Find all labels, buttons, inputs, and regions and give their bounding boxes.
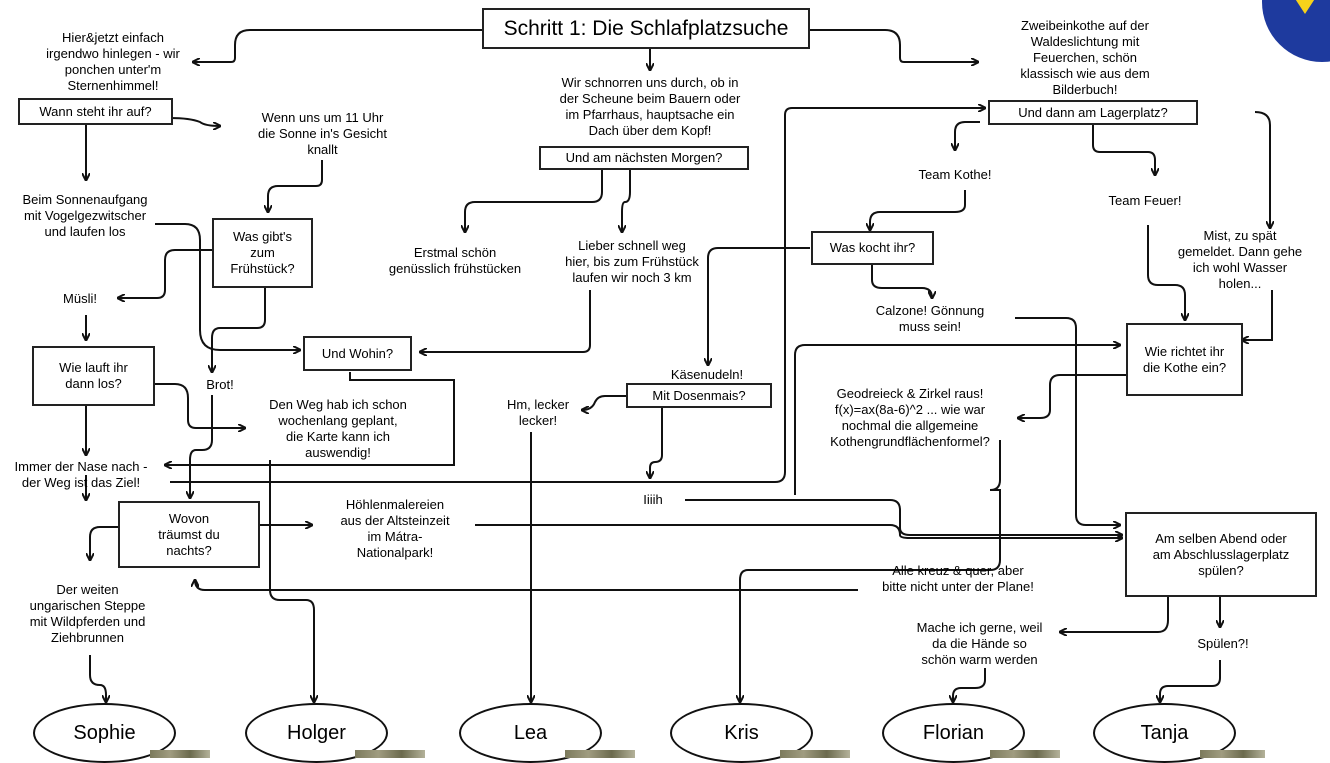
page-title: Schritt 1: Die Schlafplatzsuche — [482, 8, 810, 49]
answer-calzone: Calzone! Gönnung muss sein! — [875, 303, 985, 334]
answer-team-feuer: Team Feuer! — [1108, 193, 1182, 208]
answer-den-weg: Den Weg hab ich schon wochenlang geplant… — [269, 397, 407, 460]
photo-strip-3 — [565, 750, 635, 758]
question-lagerplatz: Und dann am Lagerplatz? — [988, 100, 1198, 125]
answer-erstmal: Erstmal schön genüsslich frühstücken — [388, 245, 522, 276]
answer-zweibein: Zweibeinkothe auf der Waldeslichtung mit… — [1020, 18, 1150, 97]
result-holger: Holger — [245, 703, 388, 763]
question-naechsten: Und am nächsten Morgen? — [539, 146, 749, 170]
photo-strip-6 — [1200, 750, 1265, 758]
question-wie-lauft: Wie lauft ihr dann los? — [32, 346, 155, 406]
answer-kaesenudeln: Käsenudeln! — [670, 367, 744, 382]
question-was-kocht: Was kocht ihr? — [811, 231, 934, 265]
question-was-gibts: Was gibt's zum Frühstück? — [212, 218, 313, 288]
answer-wenn-11: Wenn uns um 11 Uhr die Sonne in's Gesich… — [258, 110, 387, 157]
question-dosenmais: Mit Dosenmais? — [626, 383, 772, 408]
question-wann-steht: Wann steht ihr auf? — [18, 98, 173, 125]
answer-brot: Brot! — [206, 377, 234, 392]
answer-schnorren: Wir schnorren uns durch, ob in der Scheu… — [559, 75, 741, 138]
result-kris: Kris — [670, 703, 813, 763]
question-und-wohin: Und Wohin? — [303, 336, 412, 371]
answer-muesli: Müsli! — [63, 291, 97, 306]
answer-lieber: Lieber schnell weg hier, bis zum Frühstü… — [565, 238, 699, 285]
answer-hm-lecker: Hm, lecker lecker! — [506, 397, 570, 428]
answer-mache: Mache ich gerne, weil da die Hände so sc… — [916, 620, 1043, 667]
answer-steppe: Der weiten ungarischen Steppe mit Wildpf… — [29, 582, 146, 645]
photo-strip-5 — [990, 750, 1060, 758]
answer-hoehlen: Höhlenmalereien aus der Altsteinzeit im … — [340, 497, 450, 560]
question-wovon: Wovon träumst du nachts? — [118, 501, 260, 568]
answer-iiiih: Iiiih — [643, 492, 663, 507]
photo-strip-4 — [780, 750, 850, 758]
photo-strip-1 — [150, 750, 210, 758]
question-am-selben: Am selben Abend oder am Abschlusslagerpl… — [1125, 512, 1317, 597]
question-wie-richtet: Wie richtet ihr die Kothe ein? — [1126, 323, 1243, 396]
answer-alle-kreuz: Alle kreuz & quer, aber bitte nicht unte… — [882, 563, 1034, 594]
answer-team-kothe: Team Kothe! — [918, 167, 992, 182]
photo-strip-2 — [355, 750, 425, 758]
answer-hier-jetzt: Hier&jetzt einfach irgendwo hinlegen - w… — [46, 30, 180, 93]
answer-geodreieck: Geodreieck & Zirkel raus! f(x)=ax(8a-6)^… — [830, 386, 990, 449]
answer-beim-sonnen: Beim Sonnenaufgang mit Vogelgezwitscher … — [22, 192, 148, 239]
answer-mist: Mist, zu spät gemeldet. Dann gehe ich wo… — [1177, 228, 1303, 291]
answer-immer-nase: Immer der Nase nach - der Weg ist das Zi… — [14, 459, 148, 490]
answer-spuelen: Spülen?! — [1197, 636, 1249, 651]
